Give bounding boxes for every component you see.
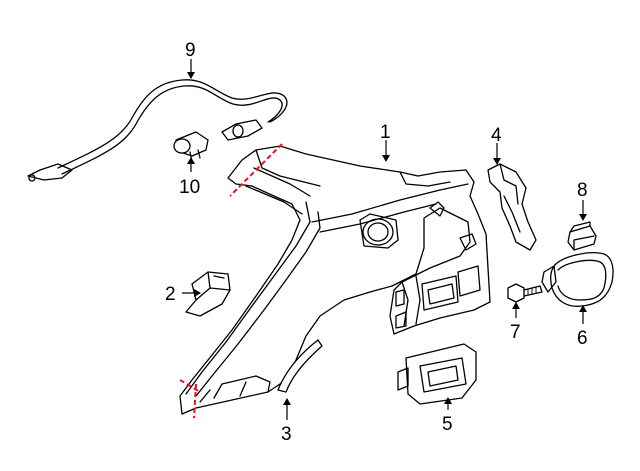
- callout-7: 7: [510, 322, 521, 343]
- callout-4: 4: [491, 125, 502, 146]
- release-cable-part[interactable]: [27, 79, 288, 182]
- clip-part[interactable]: [567, 221, 597, 251]
- bolt-part[interactable]: [507, 283, 543, 303]
- molding-part[interactable]: [277, 339, 323, 393]
- callout-2: 2: [165, 284, 176, 305]
- callout-10: 10: [179, 177, 200, 198]
- callout-9: 9: [185, 40, 196, 61]
- callout-8: 8: [577, 180, 588, 201]
- reinforcement-part[interactable]: [487, 163, 537, 251]
- actuator-part[interactable]: [173, 131, 209, 163]
- fuel-housing-part[interactable]: [397, 343, 477, 405]
- callout-6: 6: [577, 328, 588, 349]
- cut-line-upper: [229, 143, 283, 197]
- cut-line-lower-vertical: [193, 383, 197, 419]
- fuel-door-part[interactable]: [541, 252, 614, 307]
- callout-1: 1: [380, 122, 391, 143]
- bracket-part[interactable]: [185, 271, 231, 317]
- quarter-panel-part[interactable]: [179, 145, 491, 415]
- cut-line-lower: [179, 379, 201, 393]
- callout-5: 5: [442, 414, 453, 435]
- callout-3: 3: [281, 424, 292, 445]
